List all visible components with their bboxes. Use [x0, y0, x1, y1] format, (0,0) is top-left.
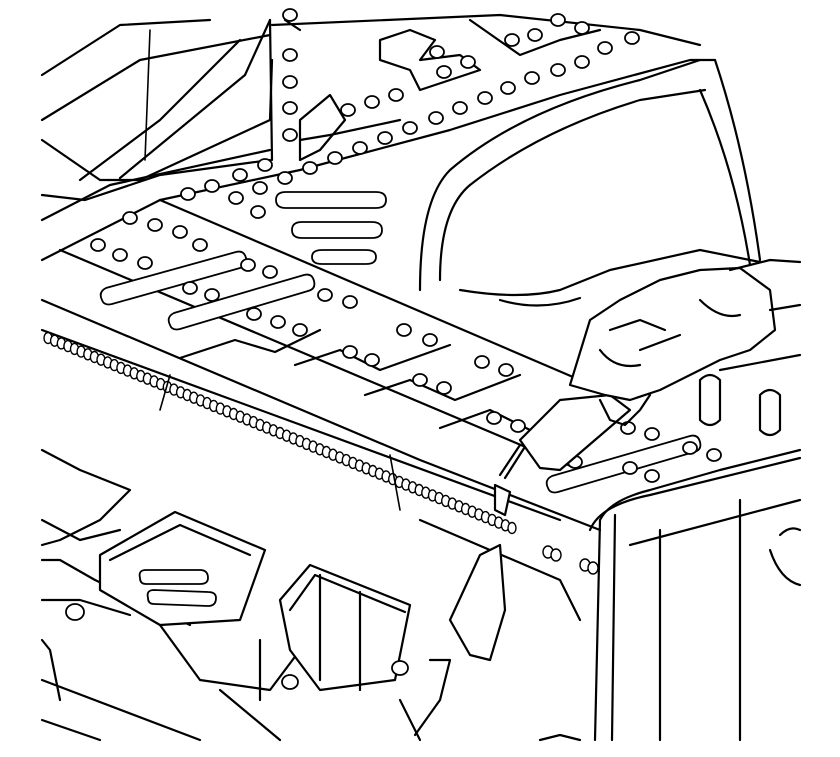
cut-line-1: [159, 374, 171, 411]
fastener-cluster: [542, 545, 599, 575]
weld-bead-segment: [507, 521, 517, 535]
panel-hole-pairs: [90, 211, 722, 483]
gloved-hand: [518, 258, 802, 472]
right-side-structure: [588, 353, 802, 742]
wheelhouse: [418, 58, 762, 307]
cut-line-2: [389, 454, 401, 511]
welding-torch-tip: [493, 440, 530, 517]
upper-floor-panel: [158, 13, 717, 265]
weld-bead: [43, 331, 517, 535]
upper-left-bracket: [40, 18, 274, 222]
upper-hole-rows: [180, 8, 640, 219]
lower-floor-structure: [40, 448, 582, 742]
